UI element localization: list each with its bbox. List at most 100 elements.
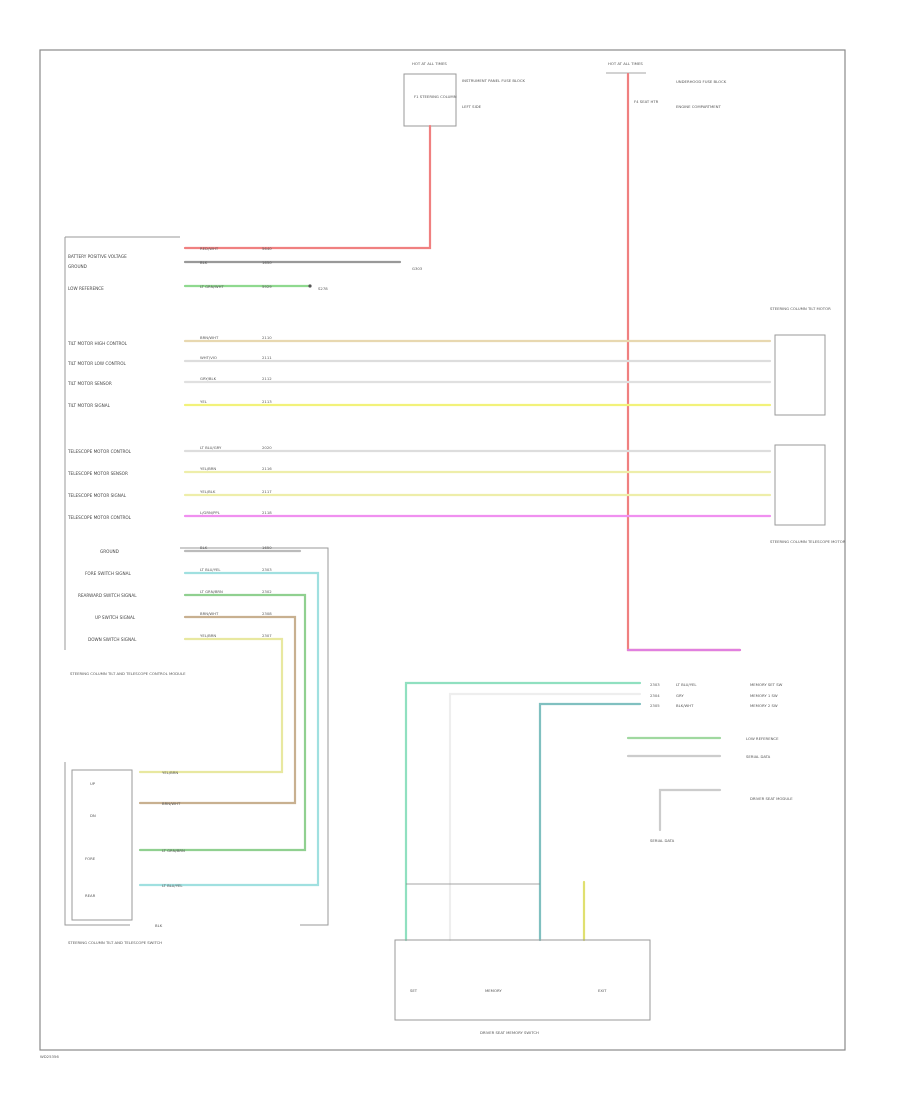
upper-wires: RED/WHT 5640 BLK 1650 LT GRN/WHT 5929 G3…: [183, 246, 423, 291]
fuse-left-header: HOT AT ALL TIMES: [412, 61, 447, 66]
w1-wire: RED/WHT: [200, 246, 219, 251]
tilt1-circ: 2110: [262, 335, 272, 340]
sw2-circ: 2302: [262, 589, 272, 594]
switch-w2: LT GRN/BRN: [162, 848, 185, 853]
seat-module-label: DRIVER SEAT MODULE: [750, 796, 793, 801]
pin-lowref-label: LOW REFERENCE: [68, 286, 104, 291]
mem-label-3: MEMORY 2 SW: [750, 703, 778, 708]
memory-caption: DRIVER SEAT MEMORY SWITCH: [480, 1030, 539, 1035]
mem1-wire: LT BLU/YEL: [676, 682, 697, 687]
diagram-frame: [39, 49, 846, 1051]
pin-tele-3-label: TELESCOPE MOTOR SIGNAL: [67, 493, 127, 498]
module-left-outline: [64, 236, 180, 650]
tilt-motor-box: [774, 334, 826, 416]
tilt-motor-caption: STEERING COLUMN TILT MOTOR: [770, 306, 831, 311]
w3-circ: 5929: [262, 284, 272, 289]
switch-box-outline: [64, 762, 130, 926]
fuse-right-fuse: F4 SEAT HTR: [634, 99, 659, 104]
pin-sw-rear-label: REARWARD SWITCH SIGNAL: [78, 593, 137, 598]
tilt2-wire: WHT/VIO: [200, 355, 217, 360]
module-left-caption: STEERING COLUMN TILT AND TELESCOPE CONTR…: [70, 671, 186, 676]
sw4-wire: YEL/BRN: [200, 633, 216, 638]
memory-switch-box: [394, 939, 651, 1021]
wire-sw-rear: [138, 593, 307, 852]
fuse-block-right: HOT AT ALL TIMES F4 SEAT HTR UNDERHOOD F…: [606, 61, 727, 109]
sw3-circ: 2308: [262, 611, 272, 616]
fuse-block-left: HOT AT ALL TIMES F1 STEERING COLUMN INST…: [403, 61, 526, 127]
switch-w3: LT BLU/YEL: [162, 883, 183, 888]
wire-sw-fore: [138, 571, 320, 887]
sw0-wire: BLK: [200, 545, 208, 550]
switch-ground: BLK: [155, 923, 163, 928]
lowref-end-dot: [308, 284, 312, 288]
mem3-circ: 2305: [650, 703, 660, 708]
switch-box-inner: [71, 769, 133, 921]
footer-code: WD25356: [40, 1054, 59, 1059]
w2-wire: BLK: [200, 260, 208, 265]
tilt-wires: BRN/WHT 2110 WHT/VIO 2111 GRY/BLK 2112 Y…: [183, 306, 831, 416]
wire-mem-1: [404, 681, 642, 942]
fuse-right-note2: ENGINE COMPARTMENT: [676, 104, 722, 109]
tele1-wire: LT BLU/GRY: [200, 445, 222, 450]
mem-right-1: LOW REFERENCE: [746, 736, 779, 741]
mem-label-2: MEMORY 1 SW: [750, 693, 778, 698]
mem-sub-memory: MEMORY: [485, 988, 502, 993]
wire-sw-up: [138, 615, 297, 805]
tilt4-circ: 2113: [262, 399, 272, 404]
tilt2-circ: 2111: [262, 355, 272, 360]
mem-sub-set: SET: [410, 988, 418, 993]
wire-mem-2: [448, 692, 642, 942]
sw0-circ: 1650: [262, 545, 272, 550]
wire-serial: [658, 788, 722, 832]
sw3-wire: BRN/WHT: [200, 611, 219, 616]
lowref-target: S278: [318, 286, 328, 291]
tele2-wire: YEL/BRN: [200, 466, 216, 471]
fuse-left-note2: LEFT SIDE: [462, 104, 482, 109]
tele4-wire: L/GRN/PPL: [200, 510, 221, 515]
fuse-left-note: INSTRUMENT PANEL FUSE BLOCK: [462, 78, 526, 83]
tele3-wire: YEL/BLK: [200, 489, 216, 494]
mem-sub-exit: EXIT: [598, 988, 607, 993]
sw4-circ: 2307: [262, 633, 272, 638]
pin-tilt-3-label: TILT MOTOR SENSOR: [67, 381, 112, 386]
tele1-circ: 2020: [262, 445, 272, 450]
tele4-circ: 2118: [262, 510, 272, 515]
switch-w1: BRN/WHT: [162, 801, 181, 806]
pin-tilt-4-label: TILT MOTOR SIGNAL: [67, 403, 111, 408]
pin-tilt-1-label: TILT MOTOR HIGH CONTROL: [67, 341, 128, 346]
pin-sw-ground-label: GROUND: [100, 549, 119, 554]
switch-wires: BLK 1650 LT BLU/YEL 2303 LT GRN/BRN 2302…: [138, 545, 329, 926]
pin-tele-1-label: TELESCOPE MOTOR CONTROL: [67, 449, 132, 454]
sw1-circ: 2303: [262, 567, 272, 572]
memory-section: LT BLU/YEL 2303 GRY 2304 BLK/WHT 2305 ME…: [394, 681, 793, 1035]
pin-sw-down-label: DOWN SWITCH SIGNAL: [88, 637, 137, 642]
switch-up: UP: [90, 781, 96, 786]
w1-circ: 5640: [262, 246, 272, 251]
tele3-circ: 2117: [262, 489, 272, 494]
serial-data-label: SERIAL DATA: [650, 838, 675, 843]
switch-bracket: [180, 547, 329, 926]
wire-mem-3: [538, 702, 642, 942]
pin-tele-2-label: TELESCOPE MOTOR SENSOR: [67, 471, 128, 476]
pin-tele-4-label: TELESCOPE MOTOR CONTROL: [67, 515, 132, 520]
mem2-circ: 2304: [650, 693, 660, 698]
tilt1-wire: BRN/WHT: [200, 335, 219, 340]
switch-rear: REAR: [85, 893, 96, 898]
wire-sw-down: [138, 637, 284, 774]
mem-right-2: SERIAL DATA: [746, 754, 771, 759]
tele-wires: LT BLU/GRY 2020 YEL/BRN 2116 YEL/BLK 211…: [183, 444, 846, 544]
tilt3-circ: 2112: [262, 376, 272, 381]
ground-ref: G303: [412, 266, 423, 271]
mem2-wire: GRY: [676, 693, 684, 698]
fuse-box-left: [403, 73, 457, 127]
pin-ground-label: GROUND: [68, 264, 87, 269]
sw1-wire: LT BLU/YEL: [200, 567, 221, 572]
switch-dn: DN: [90, 813, 96, 818]
tilt4-wire: YEL: [200, 399, 208, 404]
tilt3-wire: GRY/BLK: [200, 376, 217, 381]
fuse-left-fuse: F1 STEERING COLUMN: [414, 94, 457, 99]
w3-wire: LT GRN/WHT: [200, 284, 224, 289]
switch-fore: FORE: [85, 856, 96, 861]
wire-battery-left: [183, 124, 432, 250]
